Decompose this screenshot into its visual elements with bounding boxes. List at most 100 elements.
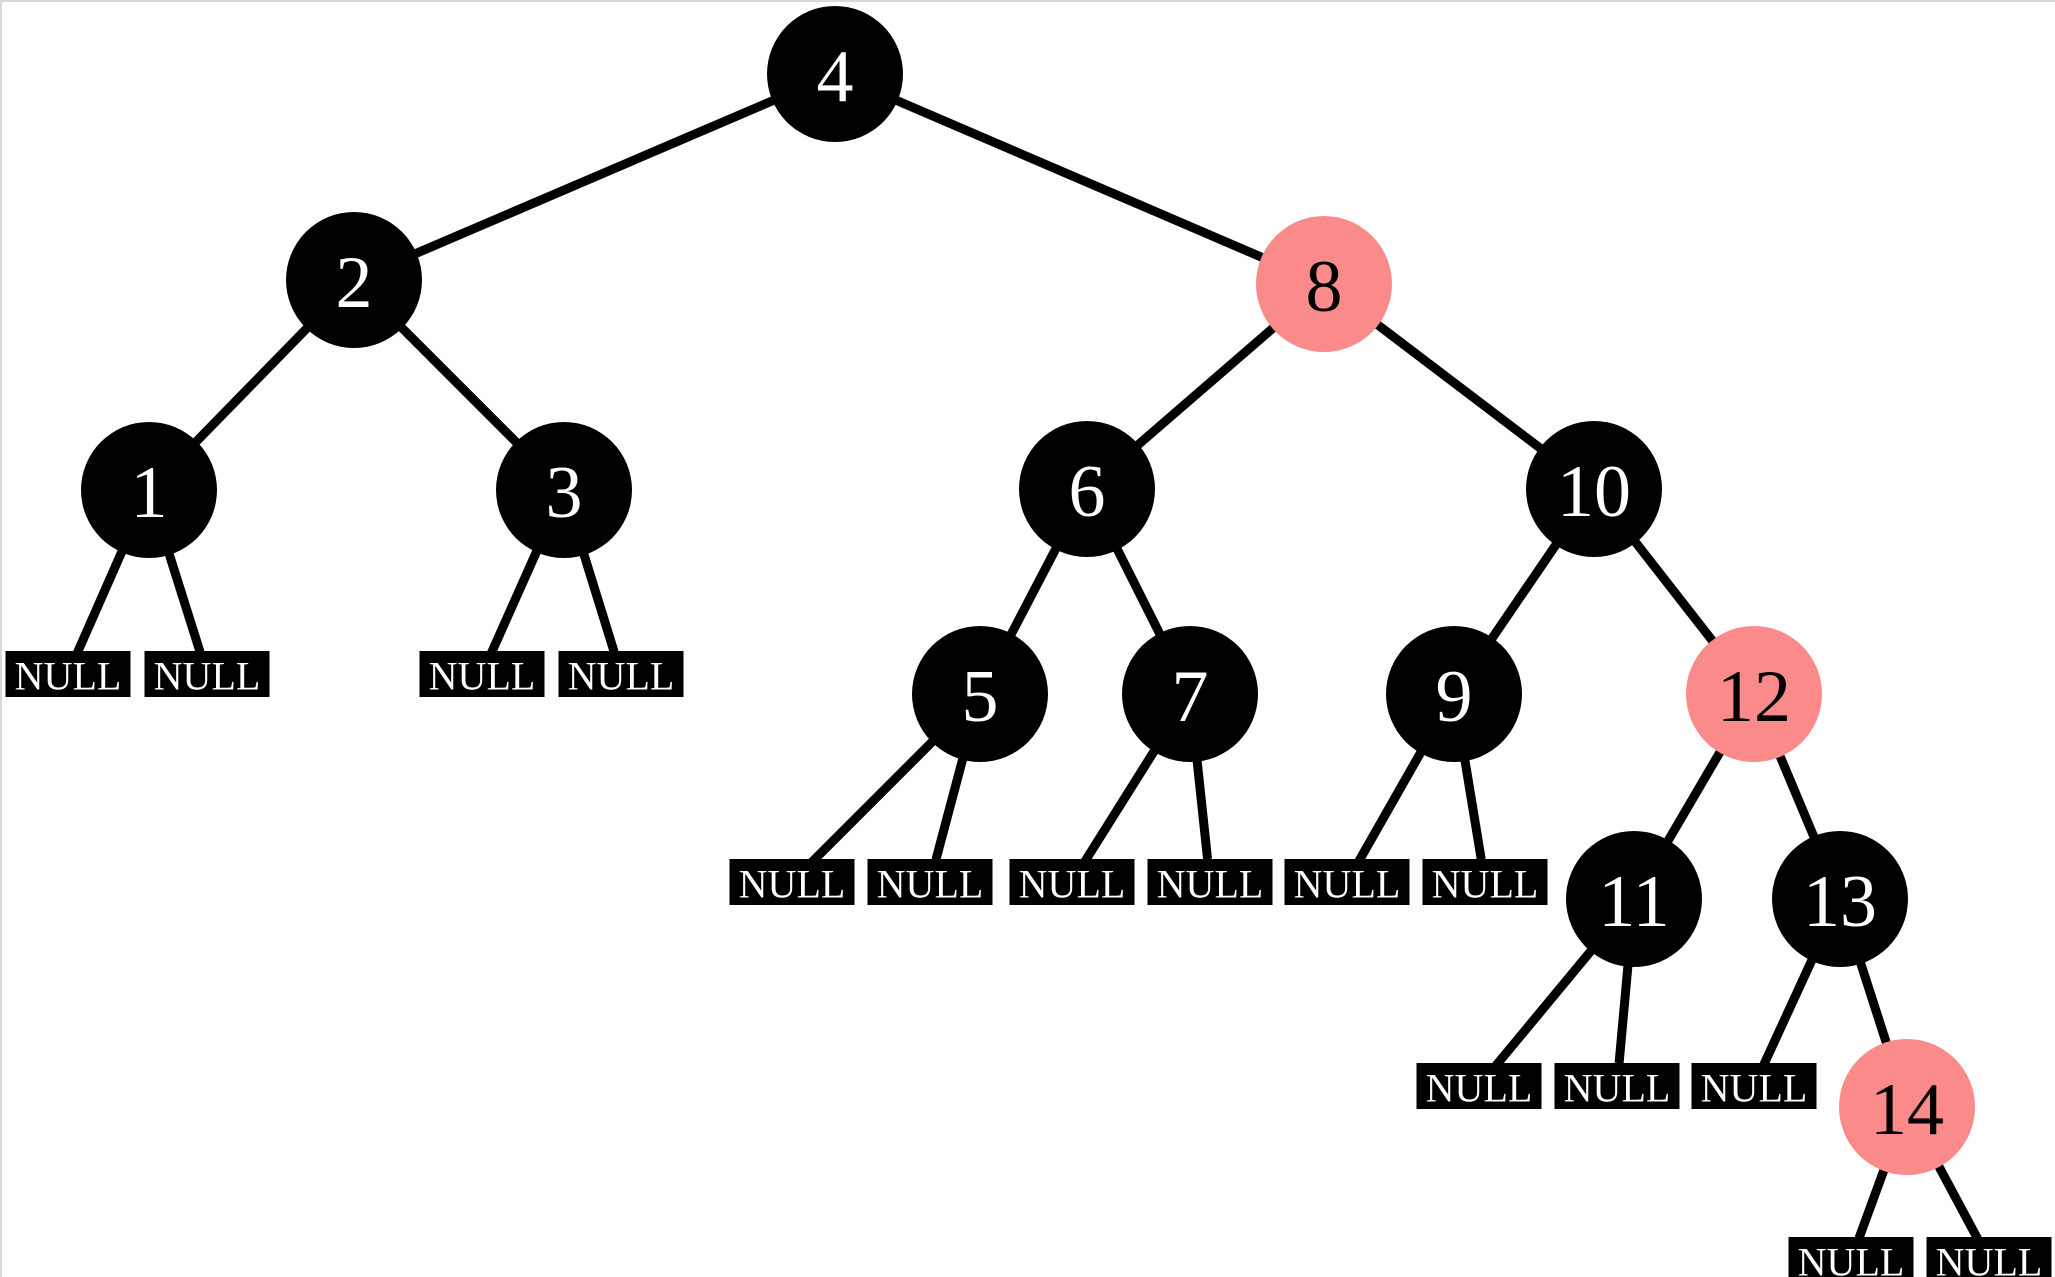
null-leaf: NULL bbox=[1691, 1063, 1817, 1111]
black-node-circle[interactable] bbox=[1772, 831, 1908, 967]
null-label: NULL bbox=[568, 654, 675, 699]
tree-node-6[interactable]: 6 bbox=[1019, 421, 1155, 557]
null-leaf: NULL bbox=[1554, 1063, 1680, 1111]
tree-edge bbox=[1933, 1162, 1983, 1242]
tree-node-label: 9 bbox=[1436, 656, 1473, 738]
tree-edge bbox=[164, 550, 205, 654]
tree-node-1[interactable]: 1 bbox=[81, 422, 217, 558]
tree-node-label: 3 bbox=[546, 452, 583, 534]
tree-node-label: 12 bbox=[1717, 656, 1791, 738]
tree-node-label: 13 bbox=[1803, 861, 1877, 943]
null-leaf: NULL bbox=[1926, 1237, 2052, 1277]
tree-node-13[interactable]: 13 bbox=[1772, 831, 1908, 967]
tree-node-label: 5 bbox=[962, 656, 999, 738]
null-box bbox=[5, 651, 131, 697]
black-node-circle[interactable] bbox=[81, 422, 217, 558]
null-leaf: NULL bbox=[144, 651, 270, 699]
null-leaf: NULL bbox=[1009, 859, 1135, 907]
tree-node-8[interactable]: 8 bbox=[1256, 216, 1392, 352]
black-node-circle[interactable] bbox=[767, 6, 903, 142]
null-label: NULL bbox=[1798, 1240, 1905, 1277]
tree-edge bbox=[1486, 540, 1562, 643]
null-box bbox=[1422, 859, 1548, 905]
tree-node-label: 14 bbox=[1870, 1069, 1944, 1151]
black-node-circle[interactable] bbox=[1019, 421, 1155, 557]
tree-node-label: 4 bbox=[817, 36, 854, 118]
null-label: NULL bbox=[15, 654, 122, 699]
edges-group bbox=[73, 95, 1983, 1242]
tree-node-10[interactable]: 10 bbox=[1526, 421, 1662, 557]
null-box bbox=[1554, 1063, 1680, 1109]
tree-edge bbox=[1080, 746, 1160, 865]
tree-edge bbox=[73, 547, 127, 655]
black-node-circle[interactable] bbox=[912, 626, 1048, 762]
null-label: NULL bbox=[1294, 862, 1401, 907]
null-box bbox=[1284, 859, 1410, 905]
null-label: NULL bbox=[1426, 1066, 1533, 1111]
tree-edge bbox=[1855, 959, 1892, 1047]
null-label: NULL bbox=[1157, 862, 1264, 907]
red-node-circle[interactable] bbox=[1686, 626, 1822, 762]
tree-node-2[interactable]: 2 bbox=[286, 212, 422, 348]
null-box bbox=[1147, 859, 1273, 905]
tree-edge bbox=[191, 323, 312, 447]
null-leaf: NULL bbox=[5, 651, 131, 699]
tree-node-label: 11 bbox=[1598, 861, 1669, 943]
black-node-circle[interactable] bbox=[496, 422, 632, 558]
black-node-circle[interactable] bbox=[1566, 831, 1702, 967]
null-box bbox=[867, 859, 993, 905]
red-node-circle[interactable] bbox=[1256, 216, 1392, 352]
null-label: NULL bbox=[429, 654, 536, 699]
tree-node-11[interactable]: 11 bbox=[1566, 831, 1702, 967]
null-label: NULL bbox=[877, 862, 984, 907]
tree-edge bbox=[1133, 323, 1278, 450]
null-box bbox=[1926, 1237, 2052, 1277]
null-box bbox=[558, 651, 684, 697]
null-box bbox=[1416, 1063, 1542, 1109]
tree-edge bbox=[1614, 963, 1633, 1064]
tree-edge bbox=[1759, 956, 1817, 1067]
tree-node-label: 1 bbox=[131, 452, 168, 534]
tree-edge bbox=[1112, 545, 1165, 638]
tree-edge bbox=[411, 95, 778, 259]
tree-node-7[interactable]: 7 bbox=[1122, 626, 1258, 762]
tree-edge bbox=[396, 322, 522, 448]
null-leaf: NULL bbox=[729, 859, 855, 907]
tree-node-9[interactable]: 9 bbox=[1386, 626, 1522, 762]
tree-edge bbox=[1630, 537, 1718, 646]
null-box bbox=[1691, 1063, 1817, 1109]
null-leaf: NULL bbox=[1147, 859, 1273, 907]
tree-node-12[interactable]: 12 bbox=[1686, 626, 1822, 762]
null-label: NULL bbox=[1936, 1240, 2043, 1277]
null-leaf: NULL bbox=[1284, 859, 1410, 907]
tree-node-label: 10 bbox=[1557, 451, 1631, 533]
tree-node-label: 7 bbox=[1172, 656, 1209, 738]
tree-edge bbox=[1490, 946, 1596, 1072]
tree-node-5[interactable]: 5 bbox=[912, 626, 1048, 762]
tree-node-3[interactable]: 3 bbox=[496, 422, 632, 558]
null-box bbox=[1009, 859, 1135, 905]
null-leaf: NULL bbox=[419, 651, 545, 699]
red-node-circle[interactable] bbox=[1839, 1039, 1975, 1175]
black-node-circle[interactable] bbox=[1526, 421, 1662, 557]
null-label: NULL bbox=[739, 862, 846, 907]
tree-node-4[interactable]: 4 bbox=[767, 6, 903, 142]
tree-edge bbox=[1854, 1166, 1889, 1240]
null-label: NULL bbox=[1432, 862, 1539, 907]
tree-edge bbox=[487, 547, 542, 655]
black-node-circle[interactable] bbox=[286, 212, 422, 348]
null-label: NULL bbox=[154, 654, 261, 699]
null-box bbox=[419, 651, 545, 697]
tree-node-14[interactable]: 14 bbox=[1839, 1039, 1975, 1175]
null-leaf: NULL bbox=[867, 859, 993, 907]
null-leaf: NULL bbox=[1422, 859, 1548, 907]
tree-edge bbox=[892, 95, 1267, 263]
tree-edge bbox=[931, 755, 968, 861]
black-node-circle[interactable] bbox=[1122, 626, 1258, 762]
null-leaf: NULL bbox=[1788, 1237, 1914, 1277]
tree-edge bbox=[1662, 747, 1726, 846]
black-node-circle[interactable] bbox=[1386, 626, 1522, 762]
